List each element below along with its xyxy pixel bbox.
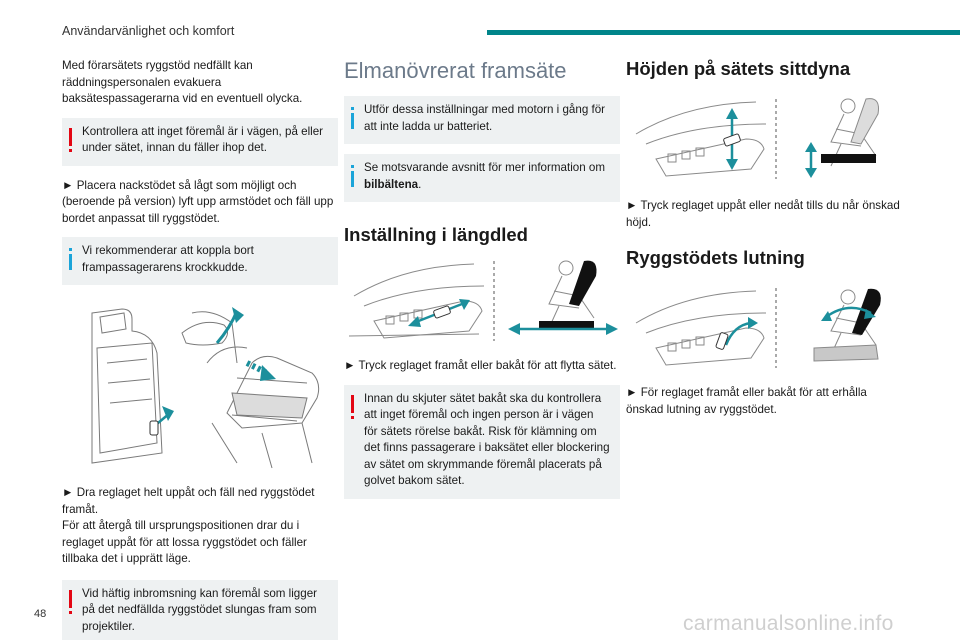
watermark: carmanualsonline.info bbox=[683, 612, 894, 635]
warning-note-text: Vid häftig inbromsning kan föremål som l… bbox=[82, 586, 317, 633]
page-number: 48 bbox=[34, 608, 47, 620]
info-note-end: . bbox=[418, 177, 422, 191]
info-note-text: Se motsvarande avsnitt för mer informati… bbox=[364, 161, 605, 174]
section-title: Elmanövrerat framsäte bbox=[344, 58, 567, 83]
longitudinal-step: ► Tryck reglaget framåt eller bakåt för … bbox=[344, 359, 617, 372]
info-note-text: Vi rekommenderar att koppla bort frampas… bbox=[82, 244, 254, 274]
info-note-engine: Utför dessa inställningar med motorn i g… bbox=[344, 96, 620, 144]
info-icon bbox=[351, 107, 354, 129]
warning-note-2: Vid häftig inbromsning kan föremål som l… bbox=[62, 579, 338, 640]
info-note-1: Vi rekommenderar att koppla bort frampas… bbox=[62, 237, 338, 285]
column-1: Med förarsätets ryggstöd nedfällt kan rä… bbox=[62, 58, 338, 640]
subheading-height: Höjden på sätets sittdyna bbox=[626, 58, 851, 79]
info-icon bbox=[351, 165, 354, 187]
longitudinal-drawing bbox=[348, 260, 618, 341]
warning-icon bbox=[69, 127, 72, 152]
warning-note-rear: Innan du skjuter sätet bakåt ska du kont… bbox=[344, 384, 620, 499]
header-section-title: Användarvänlighet och komfort bbox=[62, 24, 235, 38]
step-1-paragraph: ► Placera nackstödet så lågt som möjligt… bbox=[62, 178, 334, 225]
seatbelts-reference: bilbältena bbox=[364, 177, 419, 191]
step-2-paragraph: ► Dra reglaget helt uppåt och fäll ned r… bbox=[62, 486, 315, 516]
info-note-text: Utför dessa inställningar med motorn i g… bbox=[364, 103, 606, 133]
backrest-step: ► För reglaget framåt eller bakåt för at… bbox=[626, 386, 867, 416]
column-3: Höjden på sätets sittdyna bbox=[626, 58, 902, 418]
step-2b-paragraph: För att återgå till ursprungspositionen … bbox=[62, 519, 307, 565]
height-step: ► Tryck reglaget uppåt eller nedåt tills… bbox=[626, 199, 900, 229]
subheading-longitudinal: Inställning i längdled bbox=[344, 224, 528, 245]
warning-note-1: Kontrollera att inget föremål är i vägen… bbox=[62, 117, 338, 166]
height-adjust-illustration bbox=[626, 94, 902, 184]
seat-fold-drawing bbox=[91, 307, 320, 469]
backrest-drawing bbox=[635, 288, 881, 368]
height-drawing bbox=[635, 98, 879, 179]
longitudinal-adjust-illustration bbox=[344, 256, 620, 346]
backrest-adjust-illustration bbox=[626, 283, 902, 373]
info-note-seatbelts: Se motsvarande avsnitt för mer informati… bbox=[344, 154, 620, 202]
warning-icon bbox=[351, 394, 354, 419]
info-icon bbox=[69, 248, 72, 270]
header-accent-bar bbox=[487, 30, 960, 35]
warning-note-text: Kontrollera att inget föremål är i vägen… bbox=[82, 124, 324, 155]
seat-fold-illustration bbox=[62, 303, 338, 473]
warning-note-text: Innan du skjuter sätet bakåt ska du kont… bbox=[364, 391, 610, 488]
subheading-backrest: Ryggstödets lutning bbox=[626, 247, 805, 268]
warning-icon bbox=[69, 589, 72, 614]
intro-paragraph: Med förarsätets ryggstöd nedfällt kan rä… bbox=[62, 59, 303, 105]
column-2: Elmanövrerat framsäte Utför dessa instäl… bbox=[344, 58, 620, 499]
